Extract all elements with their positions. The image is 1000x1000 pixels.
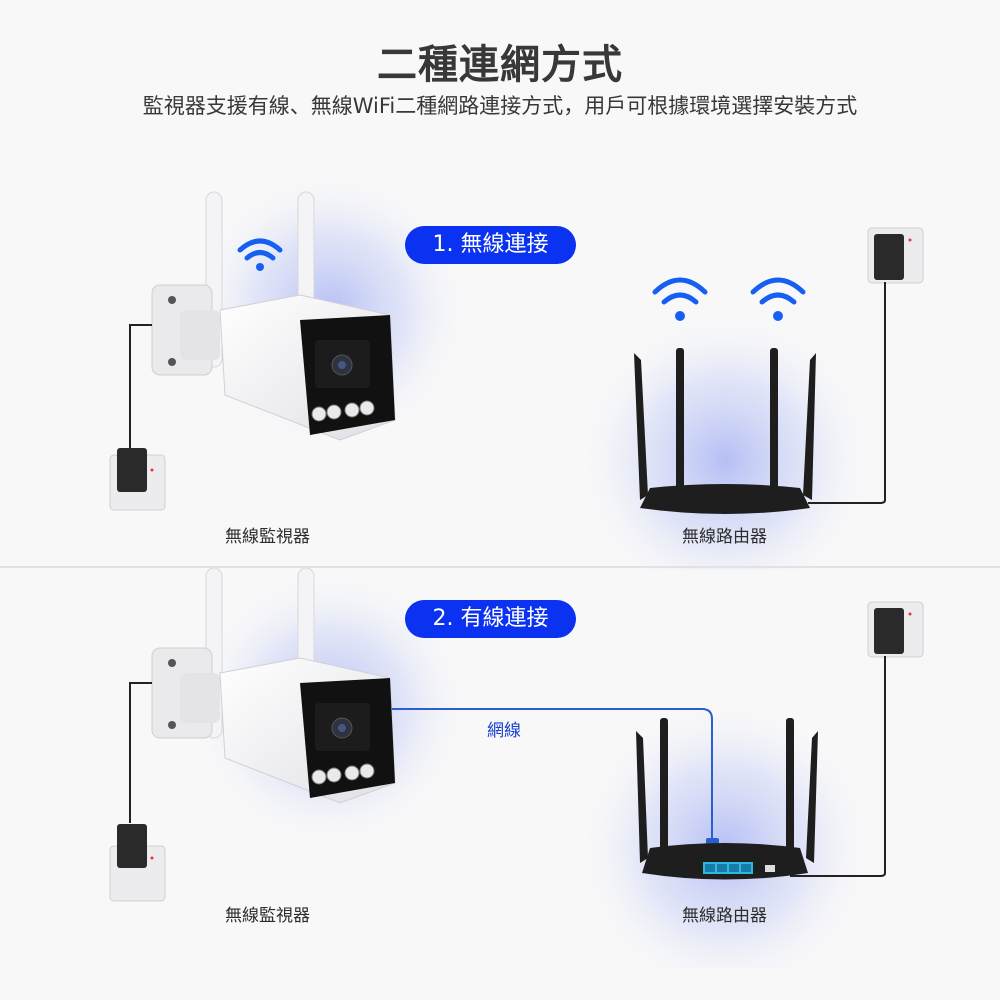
section-divider bbox=[0, 566, 1000, 568]
router-wifi-icon-left bbox=[652, 277, 708, 321]
ethernet-cable-label: 網線 bbox=[487, 721, 521, 741]
camera-power-cable bbox=[129, 682, 152, 823]
wireless-connection-badge: 1. 無線連接 bbox=[405, 226, 576, 264]
page-title: 二種連網方式 bbox=[377, 42, 623, 88]
camera-power-cable bbox=[129, 324, 152, 450]
wireless-illustration bbox=[109, 170, 924, 570]
router-power-adapter-icon bbox=[867, 601, 924, 658]
section-wireless: 1. 無線連接 無線監視器 無線路由器 bbox=[0, 170, 1000, 600]
wired-connection-badge: 2. 有線連接 bbox=[405, 600, 576, 638]
router-power-cable bbox=[808, 282, 886, 504]
wired-illustration bbox=[109, 568, 924, 968]
ethernet-cable bbox=[392, 708, 713, 838]
camera-icon bbox=[151, 191, 396, 441]
section-wired: 2. 有線連接 網線 無線監視器 無線路由器 bbox=[0, 568, 1000, 998]
camera-icon bbox=[151, 568, 396, 804]
router-lan-ports-icon bbox=[703, 862, 775, 874]
router-signal-glow bbox=[575, 698, 875, 968]
page-subtitle: 監視器支援有線、無線WiFi二種網路連接方式，用戶可根據環境選擇安裝方式 bbox=[142, 94, 858, 118]
router-icon bbox=[634, 348, 816, 514]
camera-power-adapter-icon bbox=[109, 824, 166, 902]
wired-router-caption: 無線路由器 bbox=[682, 906, 767, 926]
router-power-cable bbox=[790, 656, 886, 877]
wireless-router-caption: 無線路由器 bbox=[682, 527, 767, 547]
router-wifi-icon-right bbox=[750, 277, 806, 321]
camera-wifi-icon bbox=[237, 238, 283, 271]
wired-camera-caption: 無線監視器 bbox=[225, 906, 310, 926]
wireless-camera-caption: 無線監視器 bbox=[225, 527, 310, 547]
camera-power-adapter-icon bbox=[109, 448, 166, 511]
router-power-adapter-icon bbox=[867, 227, 924, 284]
